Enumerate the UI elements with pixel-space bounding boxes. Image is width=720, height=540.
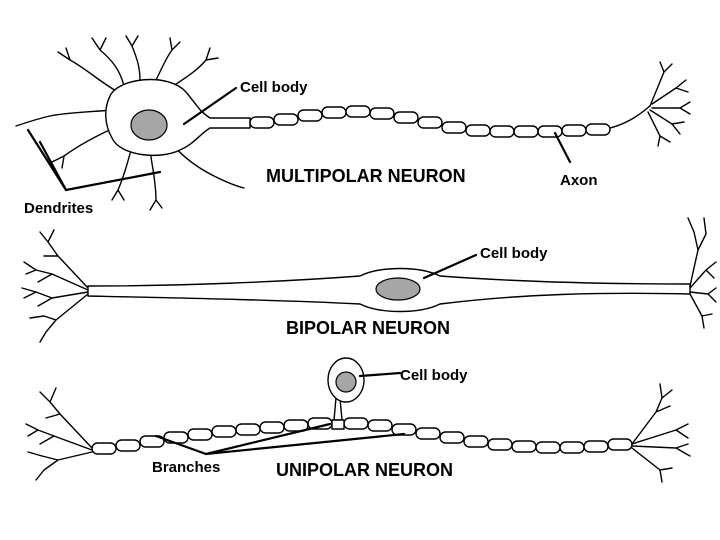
unipolar-neuron: Cell body Branches UNIPOLAR NEURON bbox=[25, 357, 691, 483]
multipolar-neuron: Cell body MULTIPOLAR NEURON Axon Dendrit… bbox=[15, 35, 691, 217]
bipolar-nucleus bbox=[375, 277, 421, 301]
multipolar-axon-pointer bbox=[553, 131, 572, 164]
multipolar-dendrites bbox=[15, 35, 245, 211]
unipolar-cell-body-pointer bbox=[358, 371, 402, 378]
bipolar-cell-body-pointer bbox=[422, 253, 478, 280]
bipolar-right-dendrites bbox=[687, 217, 717, 329]
unipolar-title: UNIPOLAR NEURON bbox=[276, 460, 453, 480]
multipolar-dendrites-label: Dendrites bbox=[24, 200, 93, 217]
unipolar-left-dendrites bbox=[25, 387, 93, 481]
bipolar-neuron: Cell body BIPOLAR NEURON bbox=[21, 217, 717, 343]
multipolar-title: MULTIPOLAR NEURON bbox=[266, 166, 466, 186]
multipolar-cell-body-label: Cell body bbox=[240, 79, 308, 96]
unipolar-axon bbox=[91, 417, 633, 455]
multipolar-cell-body bbox=[105, 78, 251, 156]
bipolar-cell-body-label: Cell body bbox=[480, 245, 548, 262]
multipolar-axon-terminal bbox=[647, 61, 691, 147]
unipolar-axon-terminal bbox=[631, 383, 691, 483]
unipolar-branches-pointer bbox=[154, 422, 406, 456]
multipolar-axon-label: Axon bbox=[560, 172, 598, 189]
unipolar-cell-body-label: Cell body bbox=[400, 367, 468, 384]
multipolar-cell-body-pointer bbox=[182, 86, 238, 126]
multipolar-axon bbox=[249, 105, 651, 138]
multipolar-nucleus bbox=[130, 109, 168, 141]
unipolar-nucleus bbox=[335, 371, 357, 393]
unipolar-branches-label: Branches bbox=[152, 459, 220, 476]
bipolar-left-dendrites bbox=[21, 229, 89, 343]
bipolar-title: BIPOLAR NEURON bbox=[286, 318, 450, 338]
multipolar-dendrites-pointer bbox=[26, 128, 162, 192]
